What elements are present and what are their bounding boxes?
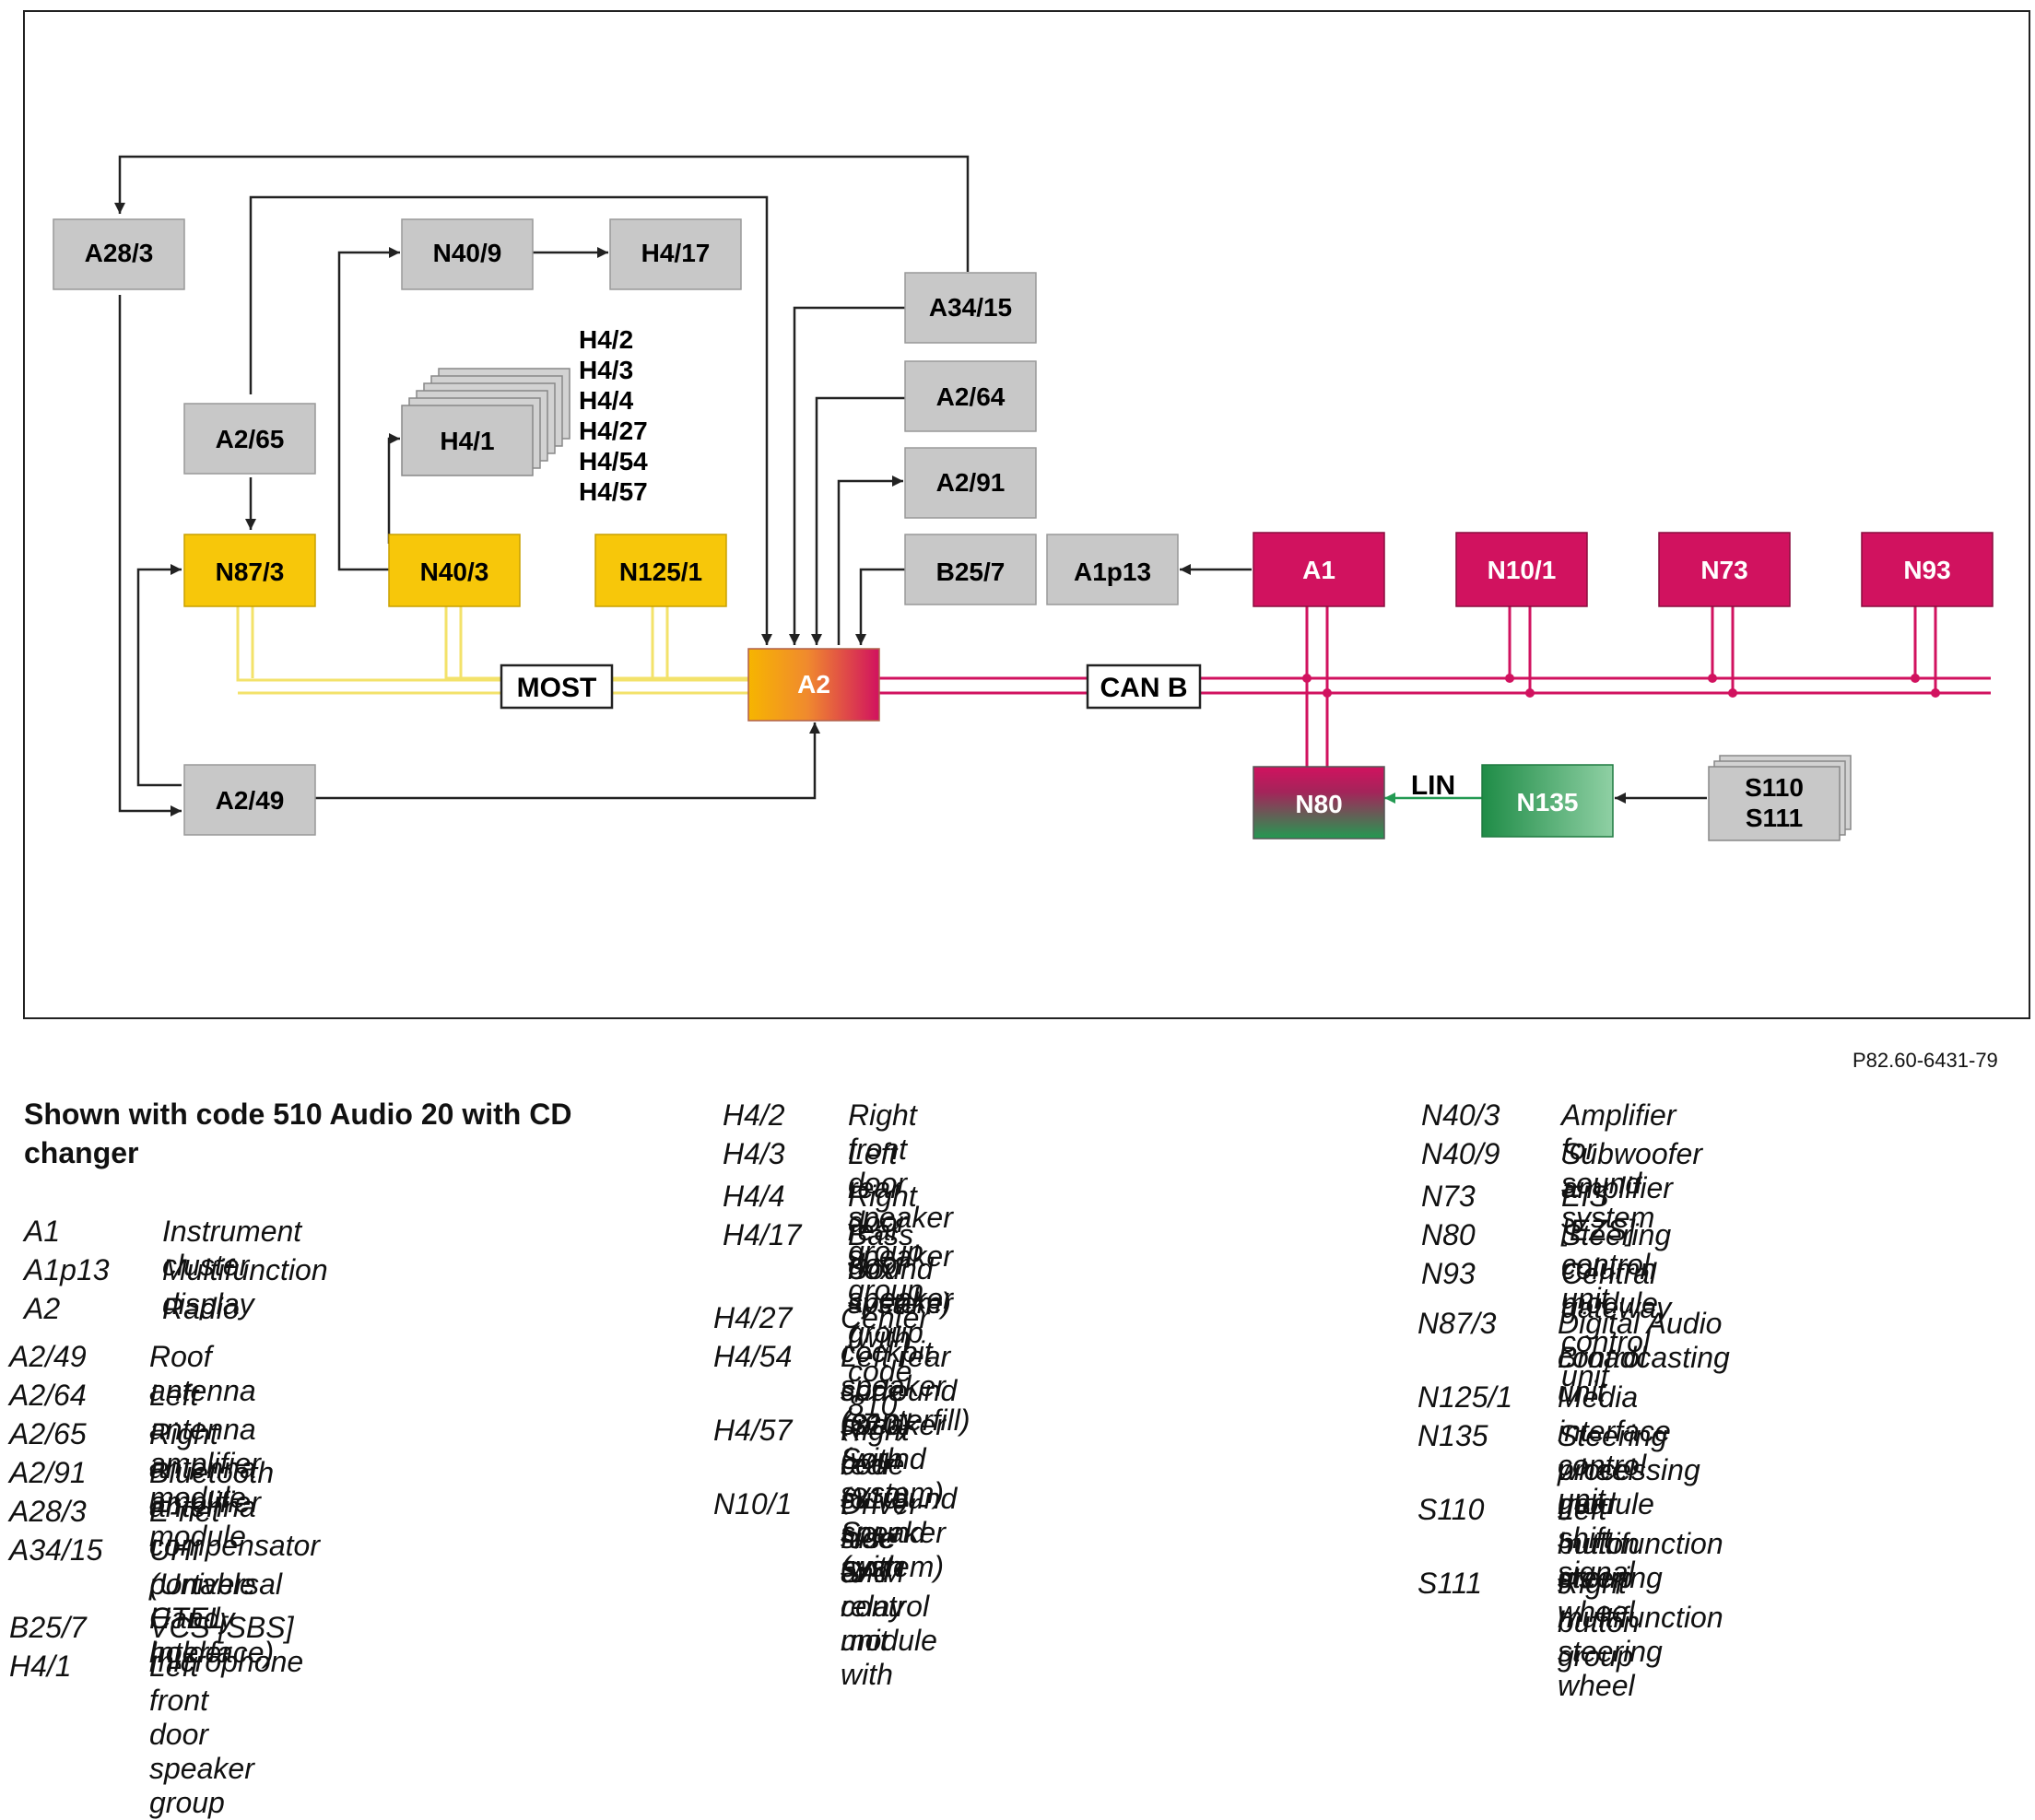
svg-text:N80: N80 [1295, 790, 1342, 818]
most-label: MOST [500, 663, 614, 710]
box-a2-64: A2/64 [904, 360, 1037, 432]
box-a2-49: A2/49 [183, 764, 316, 836]
box-a2-65: A2/65 [183, 403, 316, 475]
svg-text:H4/17: H4/17 [641, 239, 711, 267]
reference-code: P82.60-6431-79 [1853, 1049, 1998, 1072]
svg-text:A2/49: A2/49 [216, 786, 285, 815]
box-a1p13: A1p13 [1046, 534, 1179, 605]
box-n73: N73 [1658, 532, 1791, 607]
can-b-bus [877, 606, 1991, 769]
svg-text:CAN B: CAN B [1100, 673, 1188, 703]
box-a2-91: A2/91 [904, 447, 1037, 519]
svg-text:B25/7: B25/7 [936, 558, 1006, 586]
svg-text:A1p13: A1p13 [1074, 558, 1151, 586]
svg-text:A2/65: A2/65 [216, 425, 285, 453]
box-n10-1: N10/1 [1455, 532, 1588, 607]
can-b-junctions [1302, 674, 1940, 698]
box-a1: A1 [1253, 532, 1385, 607]
svg-text:H4/1: H4/1 [440, 427, 494, 455]
box-s110-s111: S110 S111 [1708, 755, 1852, 841]
svg-text:A2/91: A2/91 [936, 468, 1006, 497]
svg-text:N73: N73 [1700, 556, 1747, 584]
box-n93: N93 [1861, 532, 1994, 607]
svg-text:H4/4: H4/4 [579, 386, 634, 415]
box-a34-15: A34/15 [904, 272, 1037, 344]
svg-text:H4/27: H4/27 [579, 417, 648, 445]
lin-label: LIN [1411, 770, 1455, 801]
svg-text:H4/3: H4/3 [579, 356, 633, 384]
box-b25-7: B25/7 [904, 534, 1037, 605]
svg-text:H4/2: H4/2 [579, 325, 633, 354]
signal-connections [114, 155, 1707, 816]
wiring-diagram: A28/3 N40/9 H4/17 A34/15 A2/65 H4/1 H4/2… [23, 10, 2030, 1019]
svg-text:A2/64: A2/64 [936, 382, 1006, 411]
svg-text:H4/54: H4/54 [579, 447, 648, 476]
legend-intro: Shown with code 510 Audio 20 with CD cha… [24, 1098, 572, 1169]
svg-text:S110: S110 [1745, 773, 1804, 802]
svg-text:A2: A2 [797, 670, 830, 699]
svg-text:N40/3: N40/3 [420, 558, 489, 586]
svg-text:N125/1: N125/1 [619, 558, 702, 586]
svg-text:N10/1: N10/1 [1488, 556, 1557, 584]
box-n40-9: N40/9 [401, 218, 534, 290]
box-n125-1: N125/1 [594, 534, 727, 607]
box-n80: N80 [1253, 766, 1385, 840]
svg-text:N87/3: N87/3 [216, 558, 285, 586]
box-n135: N135 [1481, 764, 1614, 838]
svg-text:N40/9: N40/9 [433, 239, 502, 267]
svg-text:N93: N93 [1903, 556, 1950, 584]
svg-text:N135: N135 [1517, 788, 1579, 816]
speaker-list: H4/2 H4/3 H4/4 H4/27 H4/54 H4/57 [579, 325, 648, 506]
svg-text:MOST: MOST [517, 673, 597, 703]
box-h4-17: H4/17 [609, 218, 742, 290]
svg-text:A34/15: A34/15 [929, 293, 1012, 322]
svg-text:S111: S111 [1746, 804, 1803, 832]
box-a2-radio: A2 [747, 648, 880, 722]
box-a28-3: A28/3 [53, 218, 185, 290]
box-n40-3: N40/3 [388, 534, 521, 607]
can-b-label: CAN B [1086, 663, 1202, 710]
svg-text:A28/3: A28/3 [85, 239, 154, 267]
svg-text:A1: A1 [1302, 556, 1335, 584]
box-h4-1-stack: H4/1 [401, 368, 571, 476]
svg-text:H4/57: H4/57 [579, 477, 648, 506]
box-n87-3: N87/3 [183, 534, 316, 607]
